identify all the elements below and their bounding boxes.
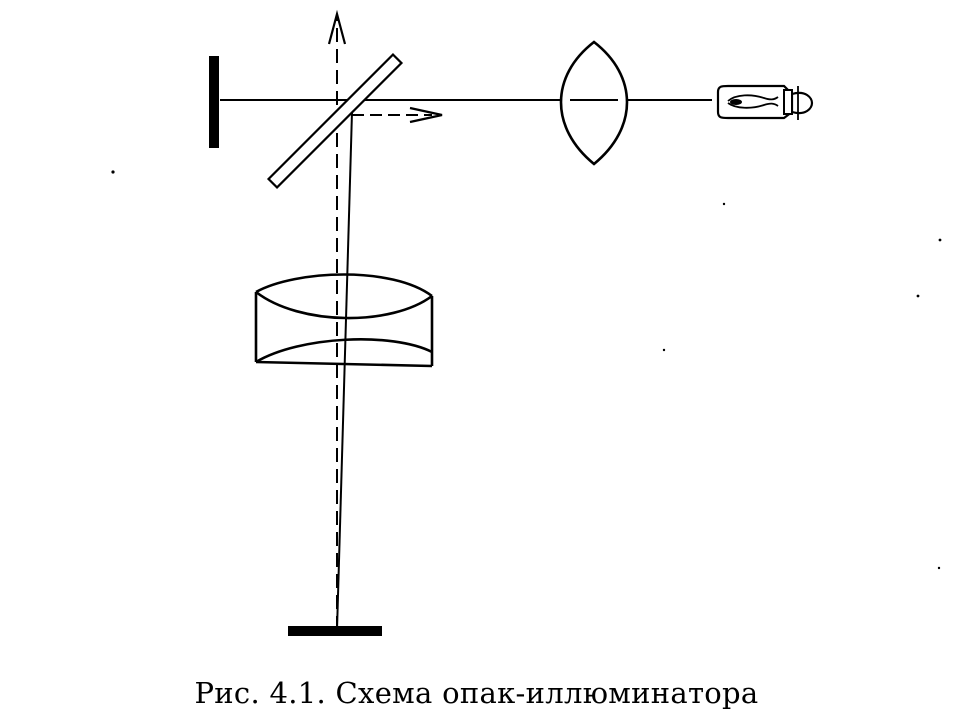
objective-lens (254, 273, 434, 368)
reflected-light-ray (336, 111, 353, 631)
specimen-plate (288, 626, 382, 636)
upward-arrow-head (327, 9, 347, 45)
scan-dot (937, 566, 941, 570)
condenser-lens (559, 40, 629, 166)
figure-caption: Рис. 4.1. Схема опак-иллюминатора (194, 676, 759, 710)
scan-dot (938, 238, 942, 242)
lamp (716, 84, 814, 120)
scan-dot (916, 294, 920, 298)
rightward-arrow-head (409, 106, 443, 124)
scan-dot (722, 202, 726, 206)
semi-transparent-plate (266, 52, 404, 190)
scan-dot (662, 348, 666, 352)
reference-mirror (209, 56, 219, 148)
scan-dot (111, 170, 115, 174)
